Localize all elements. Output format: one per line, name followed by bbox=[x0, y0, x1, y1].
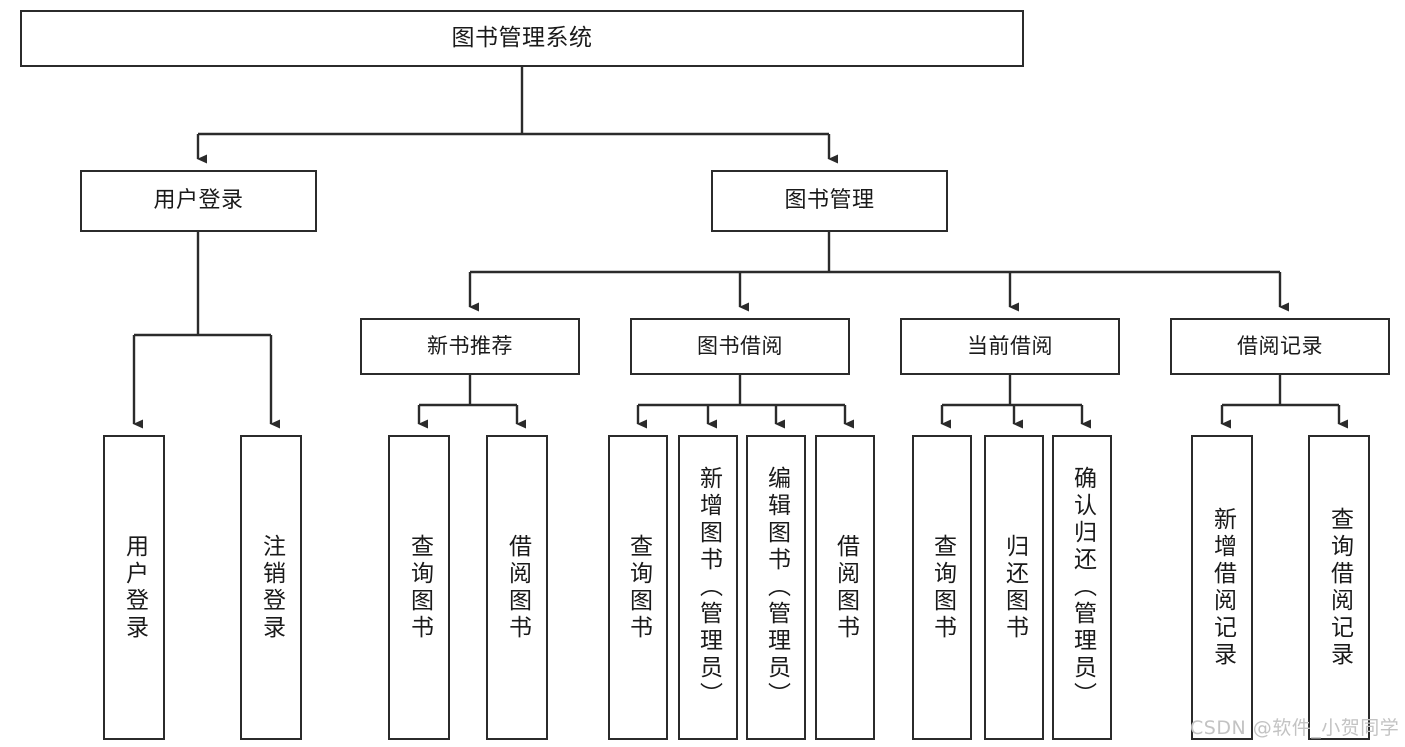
node-leaf-user-login[interactable]: 用户登录 bbox=[103, 435, 165, 740]
node-label: 图书管理 bbox=[784, 188, 875, 214]
node-label: 查询图书 bbox=[929, 533, 956, 642]
node-label: 编辑图书（管理员） bbox=[763, 466, 790, 709]
node-label: 图书借阅 bbox=[697, 334, 783, 359]
node-label: 查询借阅记录 bbox=[1326, 506, 1353, 669]
node-label: 用户登录 bbox=[153, 188, 244, 214]
node-label: 新书推荐 bbox=[427, 334, 513, 359]
node-label: 图书管理系统 bbox=[451, 24, 593, 51]
node-label: 确认归还（管理员） bbox=[1069, 466, 1096, 709]
node-label: 新增借阅记录 bbox=[1209, 506, 1236, 669]
node-label: 注销登录 bbox=[258, 533, 285, 642]
connector-lines bbox=[132, 67, 1348, 429]
node-leaf-add-book[interactable]: 新增图书（管理员） bbox=[678, 435, 738, 740]
node-label: 当前借阅 bbox=[967, 334, 1053, 359]
node-label: 借阅记录 bbox=[1237, 334, 1323, 359]
node-label: 查询图书 bbox=[406, 533, 433, 642]
node-label: 查询图书 bbox=[625, 533, 652, 642]
node-leaf-logout[interactable]: 注销登录 bbox=[240, 435, 302, 740]
node-label: 用户登录 bbox=[121, 533, 148, 642]
node-borrow-record[interactable]: 借阅记录 bbox=[1170, 318, 1390, 375]
node-leaf-borrow-book-1[interactable]: 借阅图书 bbox=[486, 435, 548, 740]
node-user-login[interactable]: 用户登录 bbox=[80, 170, 317, 232]
node-root-system[interactable]: 图书管理系统 bbox=[20, 10, 1024, 67]
node-leaf-add-record[interactable]: 新增借阅记录 bbox=[1191, 435, 1253, 740]
node-leaf-query-book-2[interactable]: 查询图书 bbox=[608, 435, 668, 740]
node-leaf-query-record[interactable]: 查询借阅记录 bbox=[1308, 435, 1370, 740]
node-current-borrow[interactable]: 当前借阅 bbox=[900, 318, 1120, 375]
node-label: 借阅图书 bbox=[504, 533, 531, 642]
node-label: 归还图书 bbox=[1001, 533, 1028, 642]
node-leaf-return-book[interactable]: 归还图书 bbox=[984, 435, 1044, 740]
node-leaf-confirm-return[interactable]: 确认归还（管理员） bbox=[1052, 435, 1112, 740]
node-label: 新增图书（管理员） bbox=[695, 466, 722, 709]
node-leaf-borrow-book-2[interactable]: 借阅图书 bbox=[815, 435, 875, 740]
node-new-book-rec[interactable]: 新书推荐 bbox=[360, 318, 580, 375]
node-book-borrow[interactable]: 图书借阅 bbox=[630, 318, 850, 375]
node-leaf-query-book-3[interactable]: 查询图书 bbox=[912, 435, 972, 740]
node-label: 借阅图书 bbox=[832, 533, 859, 642]
node-book-manage[interactable]: 图书管理 bbox=[711, 170, 948, 232]
node-leaf-edit-book[interactable]: 编辑图书（管理员） bbox=[746, 435, 806, 740]
node-leaf-query-book-1[interactable]: 查询图书 bbox=[388, 435, 450, 740]
